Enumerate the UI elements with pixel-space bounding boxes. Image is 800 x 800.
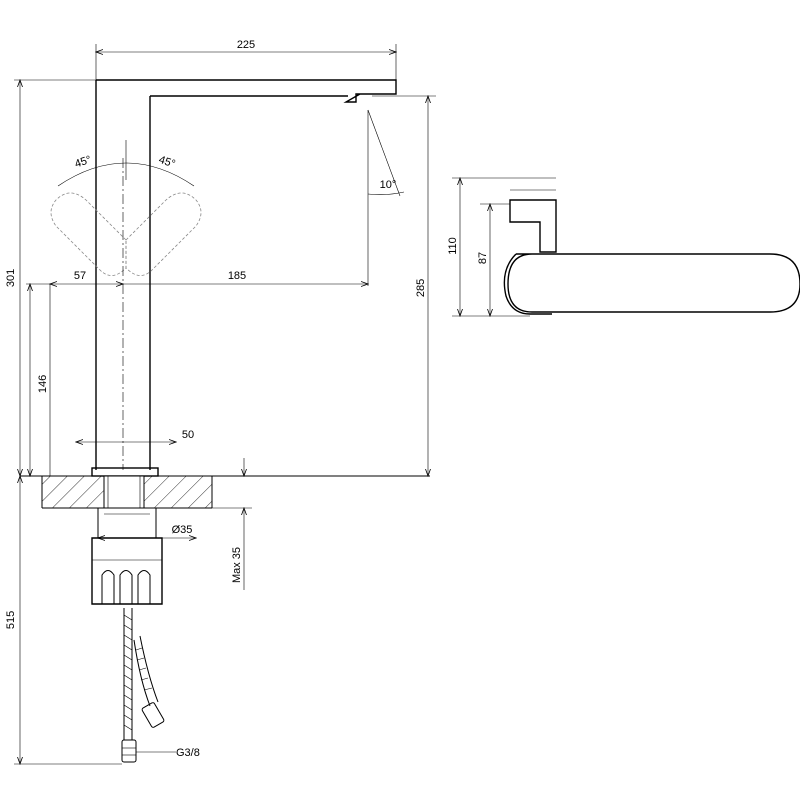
label-outlet-offset: 185 xyxy=(228,270,246,282)
label-lever-offset: 57 xyxy=(74,270,86,282)
label-side-height-spout: 87 xyxy=(477,252,489,264)
supply-hoses xyxy=(121,608,165,763)
label-hose-length: 515 xyxy=(5,611,17,629)
label-base-width: 50 xyxy=(182,429,194,441)
dimension-labels: 225 301 285 146 57 185 50 Ø35 Max 35 515… xyxy=(5,39,489,759)
label-total-height: 301 xyxy=(5,269,17,287)
label-lever-angle-right: 45° xyxy=(157,154,177,171)
label-max-thickness: Max 35 xyxy=(231,547,243,583)
label-base-to-lever: 146 xyxy=(37,375,49,393)
label-side-height-total: 110 xyxy=(447,237,459,255)
label-lever-angle-left: 45° xyxy=(73,154,93,171)
label-outlet-height: 285 xyxy=(415,279,427,297)
side-view xyxy=(452,178,800,316)
lever-rotation-ghost xyxy=(50,140,202,276)
dimension-lines xyxy=(14,44,436,764)
mounting-nut-assembly xyxy=(91,507,163,605)
label-hole-diameter: Ø35 xyxy=(172,524,193,536)
label-spout-length: 225 xyxy=(237,39,255,51)
label-outlet-tilt: 10° xyxy=(380,179,397,191)
countertop-section xyxy=(20,475,430,509)
label-thread: G3/8 xyxy=(176,747,200,759)
